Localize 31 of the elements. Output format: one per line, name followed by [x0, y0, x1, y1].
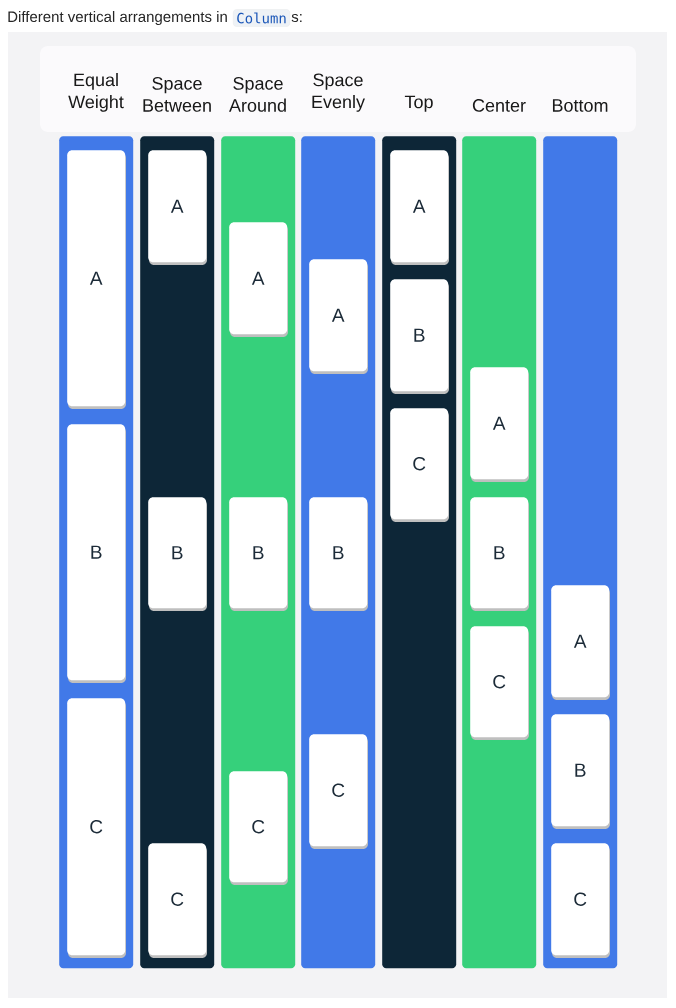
letter-card: A: [390, 150, 449, 265]
letter-card: B: [148, 497, 207, 611]
letter-card: C: [470, 626, 529, 740]
column-heading: Top: [404, 95, 433, 112]
letter-card: C: [67, 698, 126, 958]
letter-card: A: [309, 259, 368, 374]
letter-card: C: [229, 771, 288, 885]
letter-card: C: [551, 843, 610, 958]
letter-card: A: [67, 150, 126, 409]
caption-text: Different vertical arrangements in: [8, 11, 227, 25]
letter-card: B: [309, 497, 368, 611]
column-heading: Equal Weight: [68, 73, 124, 112]
column-heading: Center: [472, 99, 526, 112]
column-heading: Space Around: [229, 77, 286, 112]
letter-card: A: [229, 222, 288, 337]
code-span: Column: [233, 9, 291, 27]
letter-card: B: [470, 497, 529, 611]
letter-card: A: [148, 150, 207, 265]
letter-card: C: [390, 408, 449, 522]
column-heading: Space Between: [143, 77, 211, 112]
letter-card: A: [551, 585, 610, 700]
caption-text: s:: [291, 13, 302, 23]
letter-card: A: [470, 367, 529, 482]
letter-card: B: [390, 279, 449, 394]
letter-card: C: [309, 734, 368, 849]
letter-card: B: [67, 424, 126, 683]
letter-card: C: [148, 843, 207, 958]
column-heading: Space Evenly: [312, 73, 365, 112]
letter-card: B: [551, 714, 610, 829]
column-heading: Bottom: [552, 99, 608, 112]
letter-card: B: [229, 497, 288, 611]
